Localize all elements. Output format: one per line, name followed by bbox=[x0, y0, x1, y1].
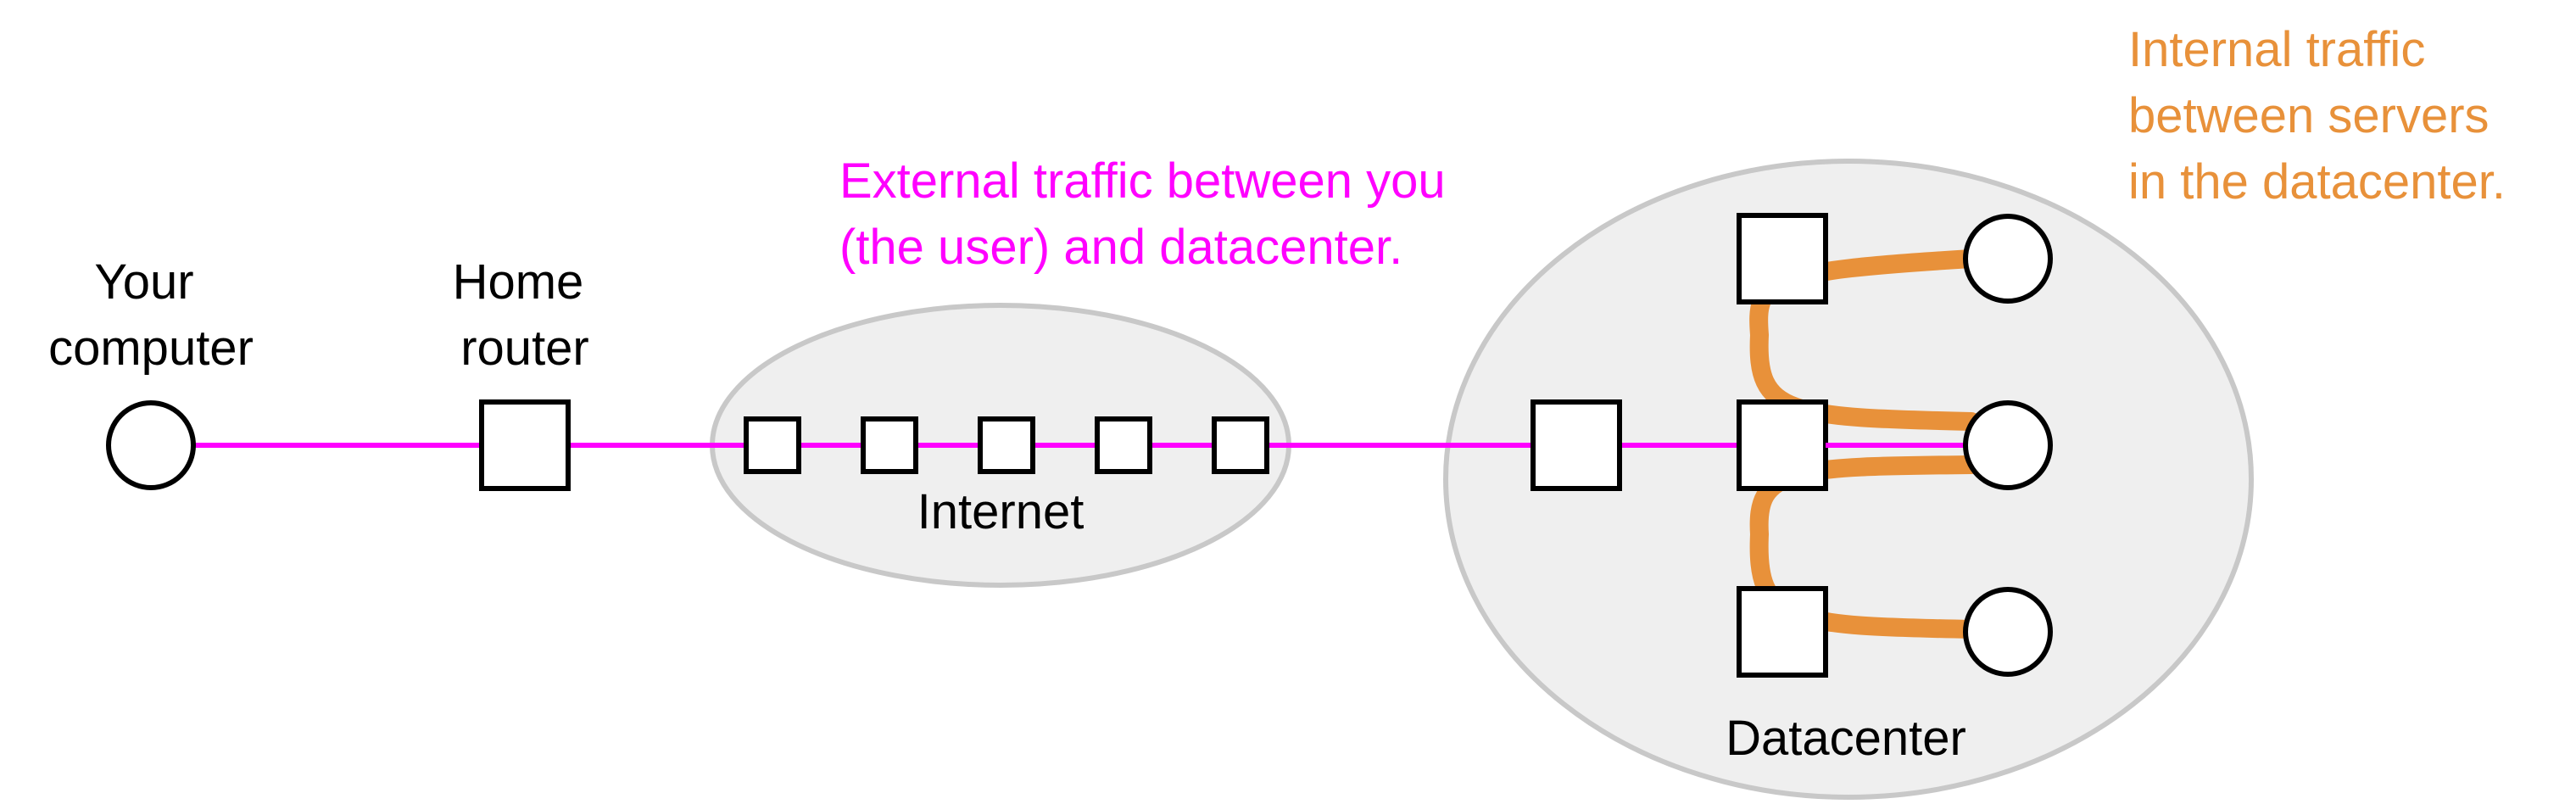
your-computer-label: Your computer bbox=[48, 254, 254, 376]
server-middle-icon bbox=[1963, 400, 2053, 490]
external-traffic-label-line-1: External traffic between you bbox=[839, 154, 1446, 209]
rack-switch-top-icon bbox=[1737, 213, 1828, 304]
internet-label: Internet bbox=[917, 484, 1084, 539]
internal-traffic-paths bbox=[1749, 249, 1981, 639]
internet-routers bbox=[744, 416, 1269, 474]
home-router-label-line-2: router bbox=[460, 321, 589, 376]
datacenter-label: Datacenter bbox=[1726, 711, 1966, 766]
your-computer-label-line-2: computer bbox=[48, 321, 254, 376]
internal-traffic-path-bottom bbox=[1749, 455, 1981, 639]
external-traffic-label-line-2: (the user) and datacenter. bbox=[839, 220, 1402, 275]
internal-traffic-label-line-2: between servers bbox=[2128, 88, 2490, 143]
internet-router-icon bbox=[744, 416, 801, 474]
internal-traffic-path-top bbox=[1749, 249, 1981, 431]
internal-traffic-label: Internal traffic between servers in the … bbox=[2128, 22, 2506, 209]
home-router-label: Home router bbox=[453, 254, 598, 376]
server-top-icon bbox=[1963, 214, 2053, 304]
your-computer-label-line-1: Your bbox=[94, 254, 193, 310]
internet-router-icon bbox=[978, 416, 1035, 474]
server-bottom-icon bbox=[1963, 587, 2053, 677]
internal-traffic-label-line-3: in the datacenter. bbox=[2128, 154, 2506, 209]
rack-switch-middle-icon bbox=[1737, 399, 1828, 491]
datacenter-gateway-switch-icon bbox=[1531, 399, 1622, 491]
home-router-label-line-1: Home bbox=[453, 254, 584, 310]
internet-router-icon bbox=[861, 416, 918, 474]
internal-traffic-label-line-1: Internal traffic bbox=[2128, 22, 2425, 77]
computer-icon bbox=[106, 400, 196, 490]
internet-router-icon bbox=[1212, 416, 1269, 474]
router-icon bbox=[479, 399, 571, 491]
internet-router-icon bbox=[1095, 416, 1152, 474]
external-traffic-label: External traffic between you (the user) … bbox=[839, 154, 1459, 275]
rack-switch-bottom-icon bbox=[1737, 586, 1828, 678]
